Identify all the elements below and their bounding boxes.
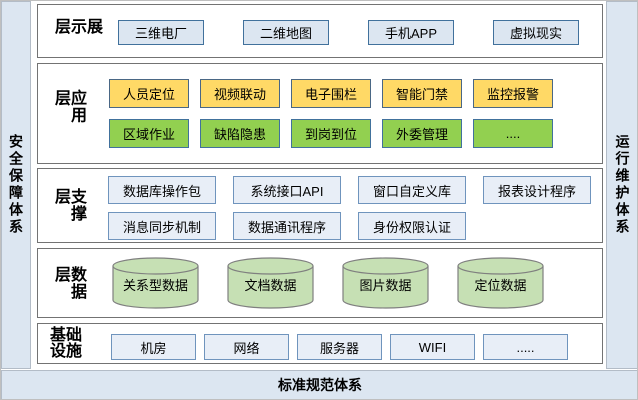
right-system-bar: 运行维护体系: [606, 1, 637, 369]
layer-presentation: 展示层 三维电厂 二维地图 手机APP 虚拟现实: [37, 4, 603, 58]
database-cylinder-icon: [112, 257, 199, 309]
database-cylinder-label: 关系型数据: [122, 278, 188, 293]
left-system-bar: 安全保障体系: [1, 1, 31, 369]
application-node: 缺陷隐患: [200, 119, 280, 148]
application-node: 人员定位: [109, 79, 189, 108]
database-cylinder: 定位数据: [457, 257, 544, 309]
data-row: 关系型数据 文档数据 图片数据: [112, 257, 544, 309]
presentation-node: 三维电厂: [118, 20, 204, 45]
support-node: 数据通讯程序: [233, 212, 341, 240]
application-node: 区域作业: [109, 119, 189, 148]
infrastructure-node: .....: [483, 334, 568, 360]
support-node: 身份权限认证: [358, 212, 466, 240]
infrastructure-row: 机房 网络 服务器 WIFI .....: [111, 334, 568, 360]
support-node: 系统接口API: [233, 176, 341, 204]
layer-application-label: 应用层: [52, 88, 85, 123]
support-node: 数据库操作包: [108, 176, 216, 204]
presentation-node: 二维地图: [243, 20, 329, 45]
layer-support-label: 支撑层: [52, 187, 85, 222]
bottom-system-bar-label: 标准规范体系: [278, 377, 362, 393]
infrastructure-node: 网络: [204, 334, 289, 360]
application-node: ....: [473, 119, 553, 148]
layer-infrastructure-label: 基础设施: [49, 326, 82, 360]
support-row-2: 消息同步机制 数据通讯程序 身份权限认证: [108, 212, 466, 240]
layer-infrastructure: 基础设施 机房 网络 服务器 WIFI .....: [37, 323, 603, 364]
layer-presentation-label: 展示层: [52, 18, 101, 35]
layer-support: 支撑层 数据库操作包 系统接口API 窗口自定义库 报表设计程序 消息同步机制 …: [37, 168, 603, 243]
application-node: 到岗到位: [291, 119, 371, 148]
support-node: 消息同步机制: [108, 212, 216, 240]
application-node: 外委管理: [382, 119, 462, 148]
infrastructure-node: 服务器: [297, 334, 382, 360]
database-cylinder-icon: [457, 257, 544, 309]
layer-application: 应用层 人员定位 视频联动 电子围栏 智能门禁 监控报警 区域作业 缺陷隐患 到…: [37, 63, 603, 164]
bottom-system-bar: 标准规范体系: [1, 370, 637, 399]
database-cylinder-icon: [342, 257, 429, 309]
layer-data-label: 数据层: [52, 266, 85, 300]
application-node: 监控报警: [473, 79, 553, 108]
application-node: 智能门禁: [382, 79, 462, 108]
database-cylinder: 关系型数据: [112, 257, 199, 309]
left-system-bar-label: 安全保障体系: [8, 134, 24, 236]
application-row-2: 区域作业 缺陷隐患 到岗到位 外委管理 ....: [109, 119, 553, 148]
database-cylinder: 图片数据: [342, 257, 429, 309]
presentation-node: 手机APP: [368, 20, 454, 45]
database-cylinder-label: 文档数据: [244, 278, 297, 293]
database-cylinder-icon: [227, 257, 314, 309]
presentation-node: 虚拟现实: [493, 20, 579, 45]
support-row-1: 数据库操作包 系统接口API 窗口自定义库 报表设计程序: [108, 176, 591, 204]
database-cylinder-label: 图片数据: [359, 278, 412, 293]
infrastructure-node: 机房: [111, 334, 196, 360]
infrastructure-node: WIFI: [390, 334, 475, 360]
application-row-1: 人员定位 视频联动 电子围栏 智能门禁 监控报警: [109, 79, 553, 108]
support-node: 报表设计程序: [483, 176, 591, 204]
right-system-bar-label: 运行维护体系: [614, 134, 631, 236]
database-cylinder-label: 定位数据: [474, 278, 527, 293]
support-node: 窗口自定义库: [358, 176, 466, 204]
database-cylinder: 文档数据: [227, 257, 314, 309]
layer-data: 数据层 关系型数据 文档数据 图: [37, 248, 603, 318]
presentation-row: 三维电厂 二维地图 手机APP 虚拟现实: [118, 20, 579, 45]
application-node: 电子围栏: [291, 79, 371, 108]
application-node: 视频联动: [200, 79, 280, 108]
